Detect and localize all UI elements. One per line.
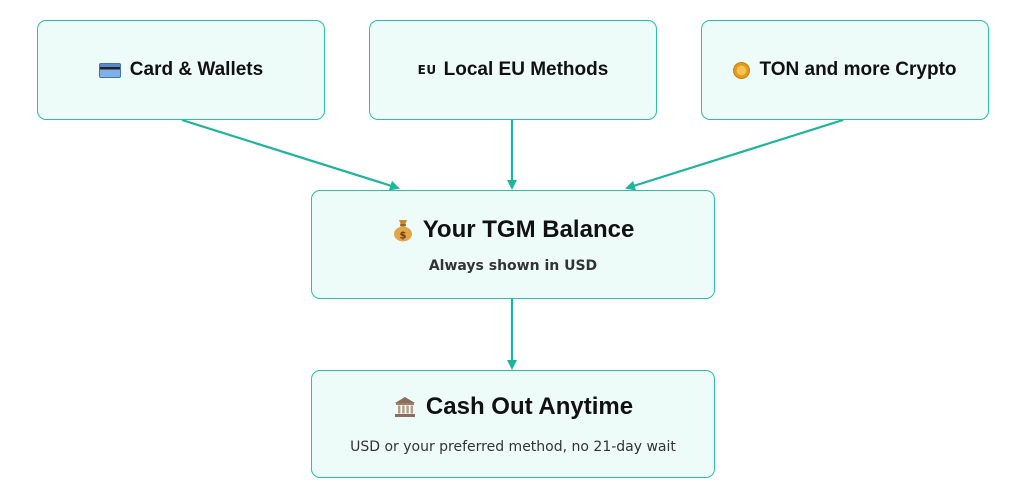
ton-crypto-node: TON and more Crypto — [701, 20, 989, 120]
cash-out-label: Cash Out Anytime — [425, 393, 634, 420]
local-eu-methods-node: EU Local EU Methods — [369, 20, 657, 120]
cash-out-node: Cash Out Anytime USD or your preferred m… — [311, 370, 715, 478]
local-eu-methods-label: Local EU Methods — [443, 59, 609, 80]
cash-out-subtitle: USD or your preferred method, no 21-day … — [350, 439, 676, 455]
svg-text:$: $ — [399, 230, 406, 241]
tgm-balance-label: Your TGM Balance — [422, 215, 635, 243]
coin-icon — [733, 61, 751, 79]
credit-card-icon — [98, 62, 121, 78]
eu-text-icon: EU — [417, 63, 437, 77]
tgm-balance-node: $ Your TGM Balance Always shown in USD — [311, 190, 715, 299]
arrow-crypto-to-balance — [625, 118, 844, 191]
card-wallets-label: Card & Wallets — [129, 59, 264, 80]
money-bag-icon: $ — [393, 219, 412, 241]
bank-icon — [394, 397, 415, 417]
ton-crypto-label: TON and more Crypto — [759, 59, 957, 80]
arrow-cards-to-balance — [181, 118, 400, 191]
balance-subtitle: Always shown in USD — [428, 257, 598, 274]
card-wallets-node: Card & Wallets — [37, 20, 325, 120]
